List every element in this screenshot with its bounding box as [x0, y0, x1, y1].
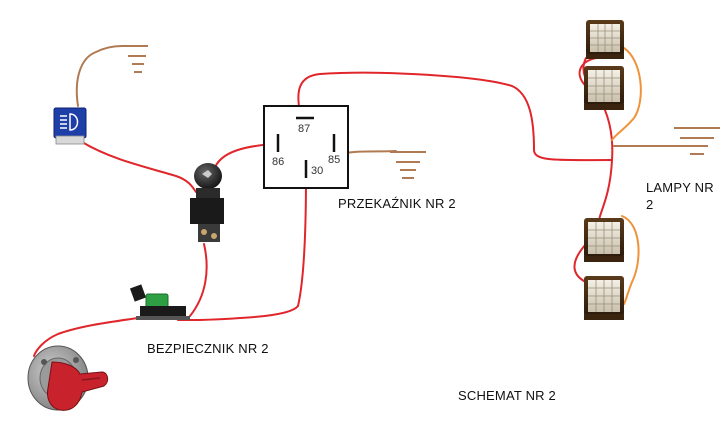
- blade-fuse-icon: [129, 284, 190, 320]
- ground-icon: [122, 45, 148, 73]
- work-lamp-icon: [586, 20, 624, 59]
- ground-wire-indicator: [75, 45, 123, 107]
- lamps-label-line1: LAMPY NR: [646, 180, 714, 195]
- ground-icon: [390, 151, 426, 179]
- wire-relay87-lamps: [297, 71, 613, 162]
- wire-fuse-battery: [33, 317, 139, 357]
- orange-wire-top: [611, 47, 642, 141]
- relay-label: PRZEKAŹNIK NR 2: [338, 196, 456, 211]
- schema-label: SCHEMAT NR 2: [458, 388, 556, 403]
- work-lamp-icon: [584, 276, 624, 320]
- wire-indicator-switch: [81, 141, 197, 193]
- wire-lamp-bus: [597, 159, 613, 227]
- high-beam-icon: [53, 107, 87, 145]
- relay-box: 87 86 85 30: [263, 105, 349, 189]
- fuse-label: BEZPIECZNIK NR 2: [147, 341, 269, 356]
- ground-icon: [674, 127, 720, 155]
- relay-pin-87: 87: [298, 123, 310, 135]
- battery-master-switch-icon: [27, 345, 109, 411]
- relay-pin-86: 86: [272, 156, 284, 168]
- work-lamp-icon: [584, 66, 624, 110]
- wire-relay30-fuse: [177, 175, 307, 321]
- push-pull-switch-icon: [190, 163, 224, 242]
- relay-pin-85: 85: [328, 154, 340, 166]
- relay-pin-30: 30: [311, 165, 323, 177]
- lamps-label-line2: 2: [646, 197, 654, 212]
- wires: [33, 45, 691, 357]
- orange-wire-bottom: [621, 215, 640, 305]
- work-lamp-icon: [584, 218, 624, 262]
- wire-switch-fuse: [189, 243, 208, 317]
